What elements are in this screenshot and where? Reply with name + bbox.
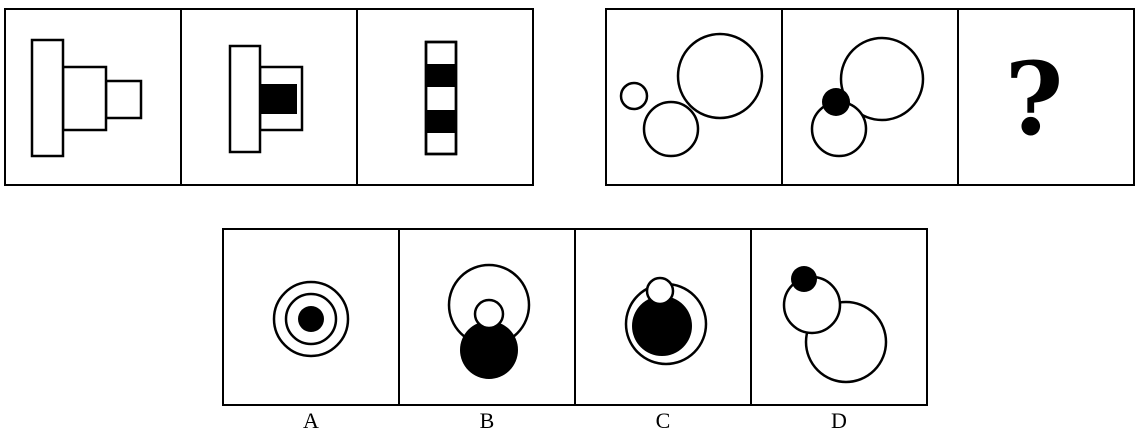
medium-circle bbox=[642, 100, 700, 158]
answer-options bbox=[222, 228, 928, 406]
tall-rectangle bbox=[30, 38, 65, 158]
option-cell-b[interactable] bbox=[398, 228, 576, 406]
option-label-c: C bbox=[655, 408, 671, 433]
three-outline-circles-figure bbox=[619, 32, 764, 158]
center-black-circle bbox=[298, 306, 324, 332]
large-circle bbox=[804, 300, 888, 384]
black-stripe-bottom bbox=[426, 110, 456, 133]
option-d-figure bbox=[782, 266, 888, 384]
option-c-figure bbox=[624, 276, 708, 366]
right-sequence: ? bbox=[605, 8, 1135, 186]
black-circle bbox=[632, 296, 692, 356]
black-square bbox=[260, 84, 297, 114]
bar-body bbox=[424, 40, 458, 156]
tall-rectangle bbox=[228, 44, 262, 154]
small-black-circle bbox=[822, 88, 850, 116]
option-label-d: D bbox=[831, 408, 847, 433]
right-sequence-panel-2 bbox=[781, 8, 959, 186]
stepped-rectangles-outline-figure bbox=[30, 38, 143, 158]
left-sequence-panel-3 bbox=[356, 8, 534, 186]
stepped-rectangles-black-square-figure bbox=[228, 44, 304, 154]
option-labels: A B C D bbox=[222, 408, 928, 434]
option-cell-a[interactable] bbox=[222, 228, 400, 406]
circles-with-black-dot-figure bbox=[810, 36, 925, 158]
small-circle bbox=[619, 81, 649, 111]
right-sequence-panel-3: ? bbox=[957, 8, 1135, 186]
medium-rectangle bbox=[61, 65, 108, 132]
left-sequence-panel-1 bbox=[4, 8, 182, 186]
striped-bar-figure bbox=[424, 40, 458, 156]
large-circle bbox=[676, 32, 764, 120]
small-white-circle bbox=[645, 276, 675, 306]
bar-outline bbox=[424, 40, 458, 156]
left-sequence-panel-2 bbox=[180, 8, 358, 186]
black-stripe-top bbox=[426, 64, 456, 87]
black-circle bbox=[460, 321, 518, 379]
option-cell-c[interactable] bbox=[574, 228, 752, 406]
small-white-circle bbox=[473, 298, 505, 330]
option-cell-d[interactable] bbox=[750, 228, 928, 406]
option-a-figure bbox=[272, 280, 350, 358]
option-b-figure bbox=[447, 263, 531, 379]
right-sequence-panel-1 bbox=[605, 8, 783, 186]
small-black-circle bbox=[791, 266, 817, 292]
left-sequence bbox=[4, 8, 534, 186]
option-label-b: B bbox=[479, 408, 495, 433]
large-circle bbox=[839, 36, 925, 122]
small-rectangle bbox=[104, 79, 143, 120]
question-mark: ? bbox=[1004, 40, 1064, 158]
option-label-a: A bbox=[303, 408, 319, 433]
